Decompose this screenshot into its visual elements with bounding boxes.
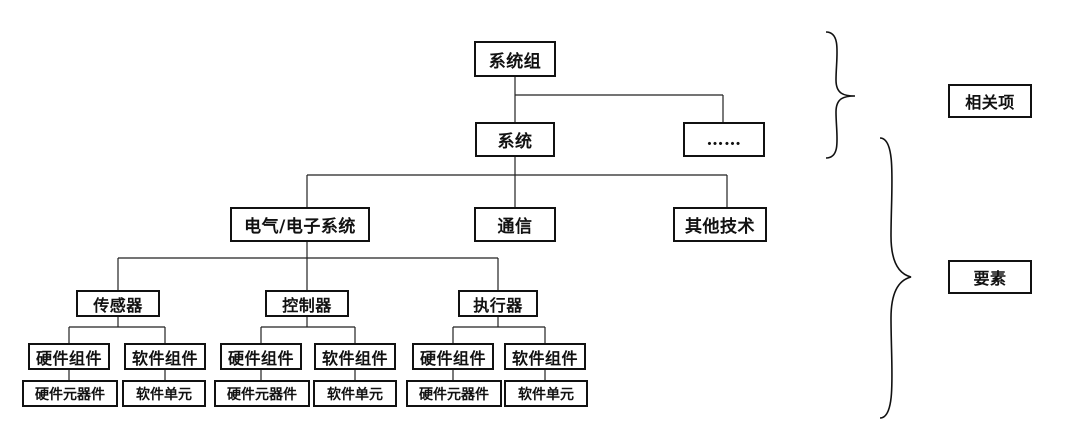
actuator-hardware-part-box: 硬件元器件 bbox=[406, 380, 502, 407]
system-box: 系统 bbox=[475, 122, 555, 157]
related-items-label: 相关项 bbox=[948, 84, 1032, 118]
sensor-hardware-part-box: 硬件元器件 bbox=[22, 380, 118, 407]
system-group-box: 系统组 bbox=[474, 41, 556, 77]
controller-box: 控制器 bbox=[265, 290, 349, 317]
controller-software-component-box: 软件组件 bbox=[314, 343, 396, 370]
actuator-software-unit-box: 软件单元 bbox=[504, 380, 588, 407]
controller-hardware-part-box: 硬件元器件 bbox=[214, 380, 310, 407]
elements-label: 要素 bbox=[948, 260, 1032, 294]
sensor-software-component-box: 软件组件 bbox=[124, 343, 206, 370]
actuator-box: 执行器 bbox=[458, 290, 538, 317]
sensor-box: 传感器 bbox=[76, 290, 160, 317]
elements-brace bbox=[879, 137, 912, 419]
sensor-hardware-component-box: 硬件组件 bbox=[28, 343, 110, 370]
other-technology-box: 其他技术 bbox=[673, 207, 767, 242]
communication-box: 通信 bbox=[474, 207, 556, 242]
controller-hardware-component-box: 硬件组件 bbox=[220, 343, 302, 370]
sensor-software-unit-box: 软件单元 bbox=[122, 380, 206, 407]
related-items-brace bbox=[825, 31, 856, 159]
electrical-electronic-system-box: 电气/电子系统 bbox=[230, 207, 370, 242]
actuator-hardware-component-box: 硬件组件 bbox=[412, 343, 494, 370]
controller-software-unit-box: 软件单元 bbox=[313, 380, 397, 407]
other-system-box: …… bbox=[683, 122, 765, 157]
actuator-software-component-box: 软件组件 bbox=[504, 343, 586, 370]
